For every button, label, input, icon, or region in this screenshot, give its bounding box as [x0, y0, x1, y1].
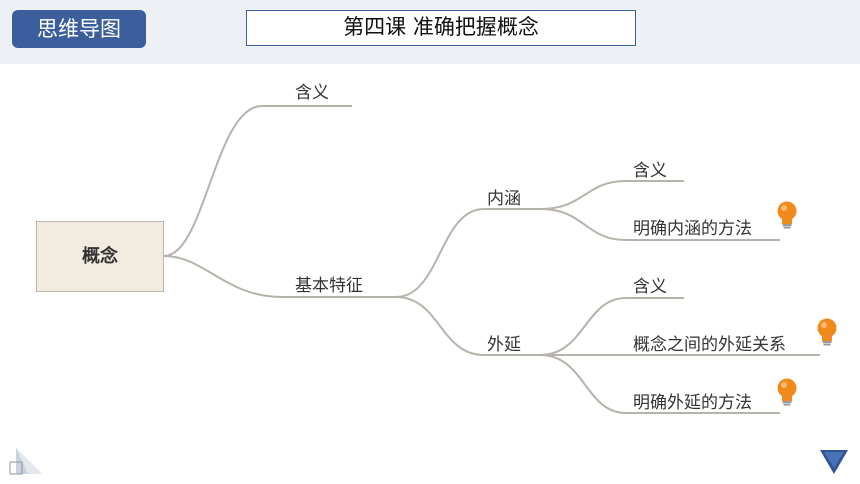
node-connotation-meaning: 含义: [633, 161, 667, 181]
section-badge: 思维导图: [12, 10, 146, 48]
connector-root-meaning: [163, 105, 352, 257]
lightbulb-icon: [777, 378, 797, 406]
connector-connotation-meaning: [539, 180, 684, 210]
connector-root-features: [163, 255, 396, 298]
connector-extension-meaning: [539, 297, 684, 356]
node-basic-features: 基本特征: [295, 276, 363, 296]
lightbulb-icon: [777, 201, 797, 229]
page-curl-icon[interactable]: [8, 446, 44, 478]
connector-features-connotation: [395, 208, 540, 298]
triangle-down-icon[interactable]: [818, 448, 850, 476]
node-connotation: 内涵: [487, 189, 521, 209]
node-extension: 外延: [487, 335, 521, 355]
root-node: 概念: [36, 221, 164, 292]
connector-connotation-method: [539, 208, 780, 241]
page-title: 第四课 准确把握概念: [246, 10, 636, 46]
node-extension-method: 明确外延的方法: [633, 393, 752, 413]
connector-features-extension: [395, 296, 540, 356]
node-extension-meaning: 含义: [633, 277, 667, 297]
node-connotation-method: 明确内涵的方法: [633, 219, 752, 239]
node-extension-relations: 概念之间的外延关系: [633, 335, 786, 355]
lightbulb-icon: [817, 318, 837, 346]
connector-extension-method: [539, 354, 780, 414]
node-meaning: 含义: [295, 83, 329, 103]
